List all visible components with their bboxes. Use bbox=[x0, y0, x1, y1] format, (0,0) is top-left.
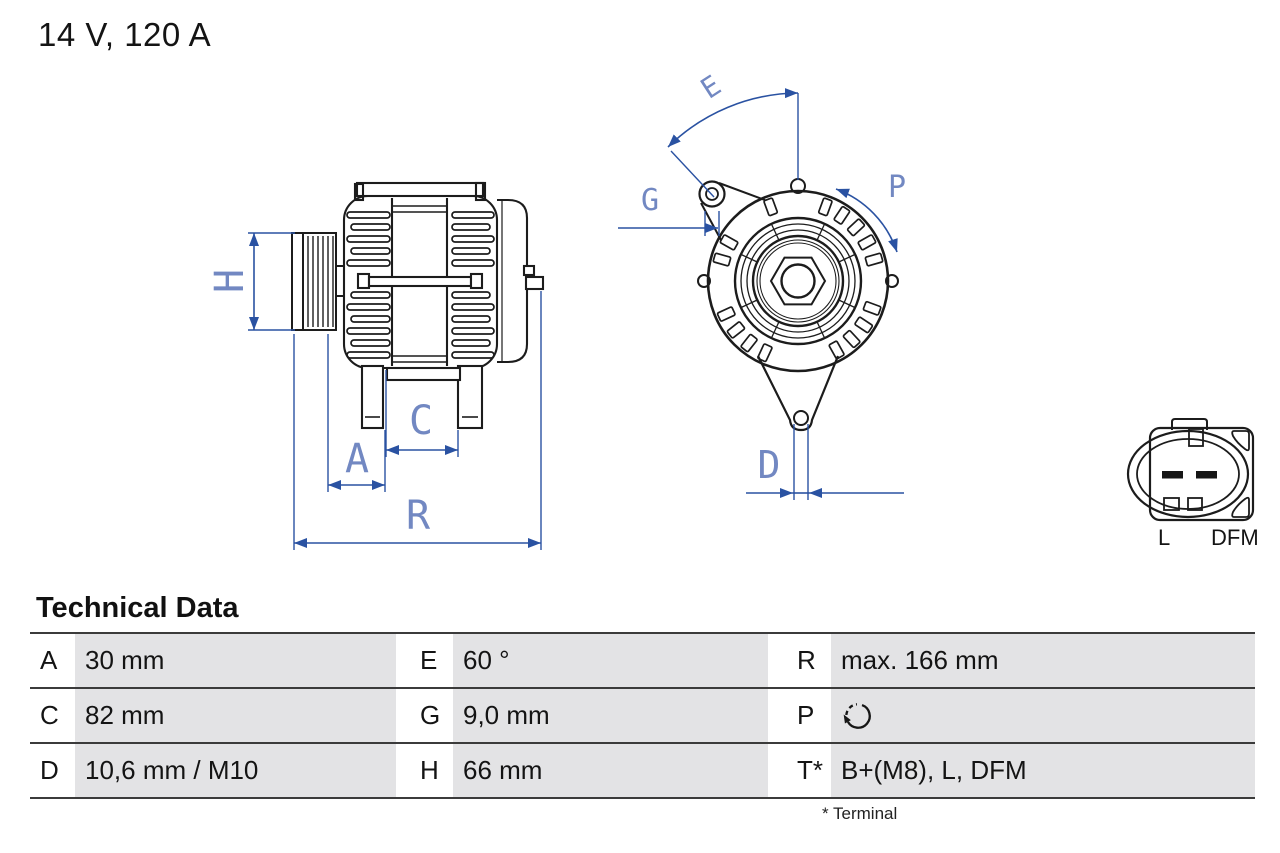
corner-tab-bottom bbox=[1231, 496, 1250, 518]
shaft-nut-hexagon bbox=[769, 256, 827, 306]
side-view-dimensions: H A C R bbox=[207, 232, 542, 550]
technical-data-table: A 30 mm E 60 ° R max. 166 mm C 82 mm G 9… bbox=[30, 632, 1255, 799]
dim-value: 30 mm bbox=[75, 634, 396, 687]
lug-hole-outer bbox=[698, 180, 726, 208]
dim-key: E bbox=[396, 634, 453, 687]
rotation-cell bbox=[831, 689, 1255, 742]
terminal-footnote: * Terminal bbox=[822, 804, 898, 823]
connector-view: L DFM bbox=[1126, 418, 1259, 550]
dim-label-E: E bbox=[695, 69, 727, 106]
bottom-key-notch-left bbox=[1163, 497, 1180, 511]
ring-thin2 bbox=[759, 242, 837, 320]
right-ear bbox=[885, 274, 899, 288]
pin-label-DFM: DFM bbox=[1211, 525, 1259, 550]
front-view-dimensions: E G P D bbox=[618, 69, 906, 500]
dim-key: H bbox=[396, 744, 453, 797]
terminal-blade-DFM bbox=[1196, 471, 1217, 479]
top-key-tab bbox=[1171, 418, 1208, 430]
technical-drawing: H A C R bbox=[207, 69, 1259, 550]
table-row: C 82 mm G 9,0 mm P bbox=[30, 689, 1255, 744]
body-outline bbox=[706, 189, 890, 373]
top-key-notch bbox=[1188, 428, 1204, 447]
dim-key: C bbox=[30, 689, 75, 742]
bottom-foot bbox=[757, 355, 840, 432]
dim-value: 9,0 mm bbox=[453, 689, 768, 742]
ring-mid1 bbox=[740, 223, 856, 339]
page-title: 14 V, 120 A bbox=[38, 16, 212, 53]
dim-key: T* bbox=[768, 744, 831, 797]
mounting-feet bbox=[360, 364, 484, 430]
dim-key: R bbox=[768, 634, 831, 687]
left-ear bbox=[697, 274, 711, 288]
dim-value: 82 mm bbox=[75, 689, 396, 742]
connector-body bbox=[1148, 426, 1255, 522]
alternator-front-view: E G P D bbox=[618, 69, 906, 500]
dim-value: max. 166 mm bbox=[831, 634, 1255, 687]
pin-label-L: L bbox=[1158, 525, 1170, 550]
shaft-center bbox=[780, 263, 816, 299]
dim-key: D bbox=[30, 744, 75, 797]
rotation-clockwise-icon bbox=[843, 702, 871, 729]
corner-tab-top bbox=[1231, 430, 1250, 452]
ring-thin1 bbox=[756, 239, 840, 323]
technical-data-heading: Technical Data bbox=[36, 592, 239, 624]
mounting-lug bbox=[700, 182, 766, 241]
dim-label-H: H bbox=[207, 269, 253, 293]
dim-label-C: C bbox=[409, 398, 433, 444]
dim-label-G: G bbox=[641, 183, 659, 218]
dim-key: G bbox=[396, 689, 453, 742]
alternator-side-view: H A C R bbox=[207, 181, 545, 550]
pulley bbox=[291, 232, 345, 331]
vent-slots bbox=[712, 197, 884, 363]
dim-value: B+(M8), L, DFM bbox=[831, 744, 1255, 797]
dim-value: 66 mm bbox=[453, 744, 768, 797]
dim-key: P bbox=[768, 689, 831, 742]
table-row: A 30 mm E 60 ° R max. 166 mm bbox=[30, 634, 1255, 689]
connector-oval-outer bbox=[1126, 429, 1250, 519]
rear-cover bbox=[497, 198, 545, 364]
dim-label-P: P bbox=[888, 170, 906, 205]
terminal-blade-L bbox=[1162, 471, 1183, 479]
dim-value: 10,6 mm / M10 bbox=[75, 744, 396, 797]
foot-hole bbox=[793, 410, 809, 426]
dim-label-A: A bbox=[345, 436, 369, 482]
table-row: D 10,6 mm / M10 H 66 mm T* B+(M8), L, DF… bbox=[30, 744, 1255, 799]
ring-mid2 bbox=[746, 229, 850, 333]
dim-key: A bbox=[30, 634, 75, 687]
ring-inner bbox=[751, 234, 845, 328]
dim-label-D: D bbox=[758, 443, 781, 487]
bottom-key-notch-right bbox=[1187, 497, 1203, 511]
dim-value: 60 ° bbox=[453, 634, 768, 687]
segment-spokes bbox=[740, 223, 856, 339]
dim-label-R: R bbox=[406, 493, 431, 539]
ring-outer bbox=[733, 216, 863, 346]
cooling-fins bbox=[346, 211, 495, 359]
b-plus-terminal bbox=[522, 264, 536, 277]
lug-hole-inner bbox=[705, 187, 719, 201]
housing bbox=[342, 181, 499, 370]
